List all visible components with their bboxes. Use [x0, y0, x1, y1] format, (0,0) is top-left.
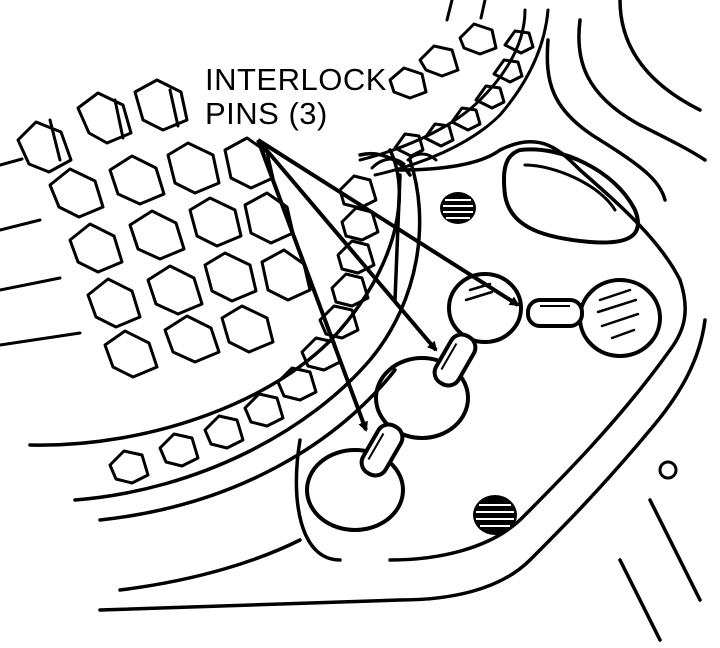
interlock-pin-2: [432, 332, 478, 388]
bolt-hole-lower: [473, 495, 517, 535]
label-backdrop: [198, 60, 388, 132]
small-hole: [658, 460, 678, 480]
arrow-to-pin-3: [256, 139, 368, 432]
upper-gear-teeth: [358, 0, 550, 177]
callout-label-line1: INTERLOCK: [205, 62, 387, 97]
ring-gear-teeth: [108, 174, 380, 485]
callout-arrows: [256, 138, 520, 432]
transmission-case-outline: [98, 0, 707, 642]
arrow-to-pin-2: [256, 138, 438, 352]
bolt-hole-upper: [440, 192, 476, 224]
interlock-pin-1: [526, 298, 584, 328]
arrow-to-pin-1: [256, 138, 520, 307]
interlock-pin-3: [359, 422, 405, 478]
gear-teeth-left: [0, 78, 312, 379]
interlock-bores: [305, 272, 662, 532]
callout-label-line2: PINS (3): [205, 96, 328, 131]
case-pocket-inner: [523, 163, 617, 212]
case-pocket: [501, 147, 640, 245]
